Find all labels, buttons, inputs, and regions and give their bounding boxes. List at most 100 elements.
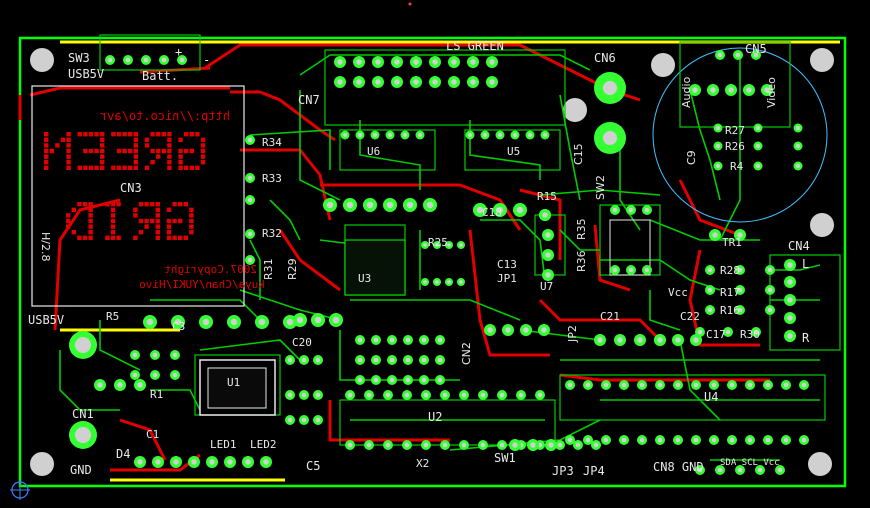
pad-hole xyxy=(152,372,158,378)
pad-hole xyxy=(413,79,419,85)
pad-hole xyxy=(301,357,307,363)
lcd-pixel xyxy=(138,202,144,207)
pad-hole xyxy=(125,57,131,63)
pad-hole xyxy=(405,357,411,363)
pad-hole xyxy=(426,201,434,209)
label-credits: kuya/Chan/YUKI/Hivo xyxy=(139,278,265,291)
pad-hole xyxy=(518,392,524,398)
pad-hole xyxy=(499,442,505,448)
label-c9: C9 xyxy=(685,150,698,165)
lcd-pixel xyxy=(60,137,66,142)
label-c3: C3 xyxy=(172,320,185,333)
pad-hole xyxy=(423,243,427,247)
lcd-pixel xyxy=(94,132,99,137)
pad-hole xyxy=(97,382,103,388)
lcd-pixel xyxy=(178,165,183,170)
pad-hole xyxy=(767,267,773,273)
pad-hole xyxy=(715,143,721,149)
lcd-pixel xyxy=(161,132,166,137)
label-usb5v-bottom: USB5V xyxy=(28,313,64,327)
pad-hole xyxy=(247,257,253,263)
lcd-pixel xyxy=(110,218,116,224)
pad-hole xyxy=(247,231,253,237)
pad-hole xyxy=(386,201,394,209)
lcd-pixel xyxy=(178,137,183,142)
pad-hole xyxy=(366,392,372,398)
pad-hole xyxy=(404,392,410,398)
lcd-pixel xyxy=(105,235,110,240)
lcd-pixel xyxy=(155,202,160,207)
pad-hole xyxy=(621,437,627,443)
pad-hole xyxy=(765,437,771,443)
pad-hole xyxy=(389,337,395,343)
pad-hole xyxy=(617,337,623,343)
pad-hole xyxy=(755,143,761,149)
pad-hole xyxy=(357,132,363,138)
label-u6: U6 xyxy=(367,145,380,158)
pad-hole xyxy=(715,125,721,131)
lcd-pixel xyxy=(133,143,138,148)
lcd-pixel xyxy=(88,213,93,218)
label-led2: LED2 xyxy=(250,438,277,451)
lcd-pixel xyxy=(116,132,122,137)
pad-hole xyxy=(451,59,457,65)
lcd-pixel xyxy=(167,148,172,154)
pad-hole xyxy=(675,382,681,388)
label-video: Video xyxy=(765,77,778,108)
lcd-pixel xyxy=(116,165,122,170)
label-jp3: JP3 xyxy=(552,464,574,478)
lcd-pixel xyxy=(189,207,194,212)
pad-hole xyxy=(523,327,529,333)
lcd-pixel xyxy=(66,132,71,137)
lcd-pixel xyxy=(44,148,49,154)
label-c21: C21 xyxy=(600,310,620,323)
label-u1: U1 xyxy=(227,376,240,389)
lcd-pixel xyxy=(155,230,160,235)
pad-hole xyxy=(482,132,488,138)
label-c20: C20 xyxy=(292,336,312,349)
lcd-pixel xyxy=(200,160,206,165)
pad-hole xyxy=(692,87,698,93)
label-plus: + xyxy=(175,45,182,59)
label-minus: - xyxy=(203,53,210,67)
pad-hole xyxy=(787,333,793,339)
board-outline xyxy=(18,36,847,488)
label-cn6: CN6 xyxy=(594,51,616,65)
lcd-pixel xyxy=(189,148,194,154)
pad-hole xyxy=(357,337,363,343)
lcd-pixel xyxy=(138,230,144,235)
lcd-pixel xyxy=(55,143,60,148)
label-cn5: CN5 xyxy=(745,42,767,56)
lcd-pixel xyxy=(189,165,194,170)
pad-hole xyxy=(258,318,266,326)
pad-hole xyxy=(545,232,551,238)
lcd-pixel xyxy=(172,202,177,207)
lcd-pixel xyxy=(83,148,88,154)
pad-hole xyxy=(787,262,793,268)
label-r27: R27 xyxy=(725,124,745,137)
lcd-pixel xyxy=(166,207,172,212)
pad-hole xyxy=(639,437,645,443)
pad-hole xyxy=(437,337,443,343)
pad-hole xyxy=(597,337,603,343)
pad-hole xyxy=(227,459,233,465)
pad-hole xyxy=(585,382,591,388)
lcd-pixel xyxy=(66,143,71,148)
pad-hole xyxy=(435,280,439,284)
lcd-pixel xyxy=(77,235,82,240)
pad-hole xyxy=(421,357,427,363)
lcd-pixel xyxy=(195,165,200,170)
label-r33: R33 xyxy=(262,172,282,185)
pad-hole xyxy=(737,307,743,313)
pad-hole xyxy=(461,392,467,398)
label-jp1: JP1 xyxy=(497,272,517,285)
pad-hole xyxy=(512,442,518,448)
pad-hole xyxy=(263,459,269,465)
pad-hole xyxy=(657,337,663,343)
pad-hole xyxy=(373,337,379,343)
pad-hole xyxy=(247,197,253,203)
pad-hole xyxy=(657,437,663,443)
pad-hole xyxy=(628,267,634,273)
